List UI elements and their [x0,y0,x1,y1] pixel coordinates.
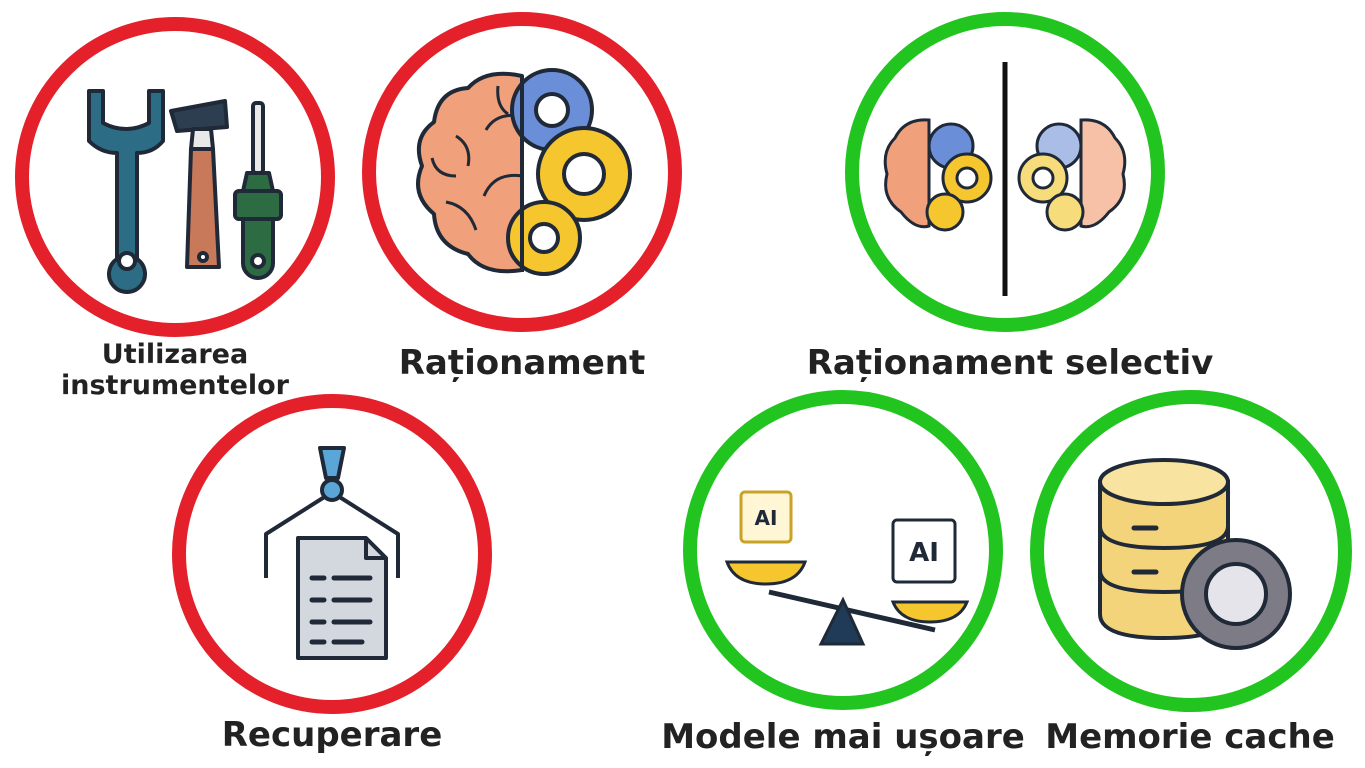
retrieval-label: Recuperare [221,715,443,755]
svg-text:AI: AI [755,506,778,530]
brain-gears-icon [416,68,632,276]
reasoning-label: Raționament [398,343,646,383]
reasoning-circle [362,12,682,332]
lighter-models-circle: AI AI [683,390,1003,710]
tools-circle [15,17,335,337]
document-claw-icon [264,446,400,660]
ai-scale-icon: AI AI [724,490,970,646]
cache-memory-label: Memorie cache [1045,717,1335,757]
tools-label: Utilizarea instrumentelor [61,339,289,401]
database-gear-icon [1098,458,1292,650]
svg-text:AI: AI [909,538,939,568]
cache-memory-circle [1030,390,1352,712]
lighter-models-label: Modele mai ușoare [661,717,1025,757]
tools-icon [87,89,283,294]
selective-reasoning-label: Raționament selectiv [806,343,1214,383]
split-brain-icon [883,62,1127,296]
selective-reasoning-circle [845,12,1165,332]
retrieval-circle [172,394,492,714]
